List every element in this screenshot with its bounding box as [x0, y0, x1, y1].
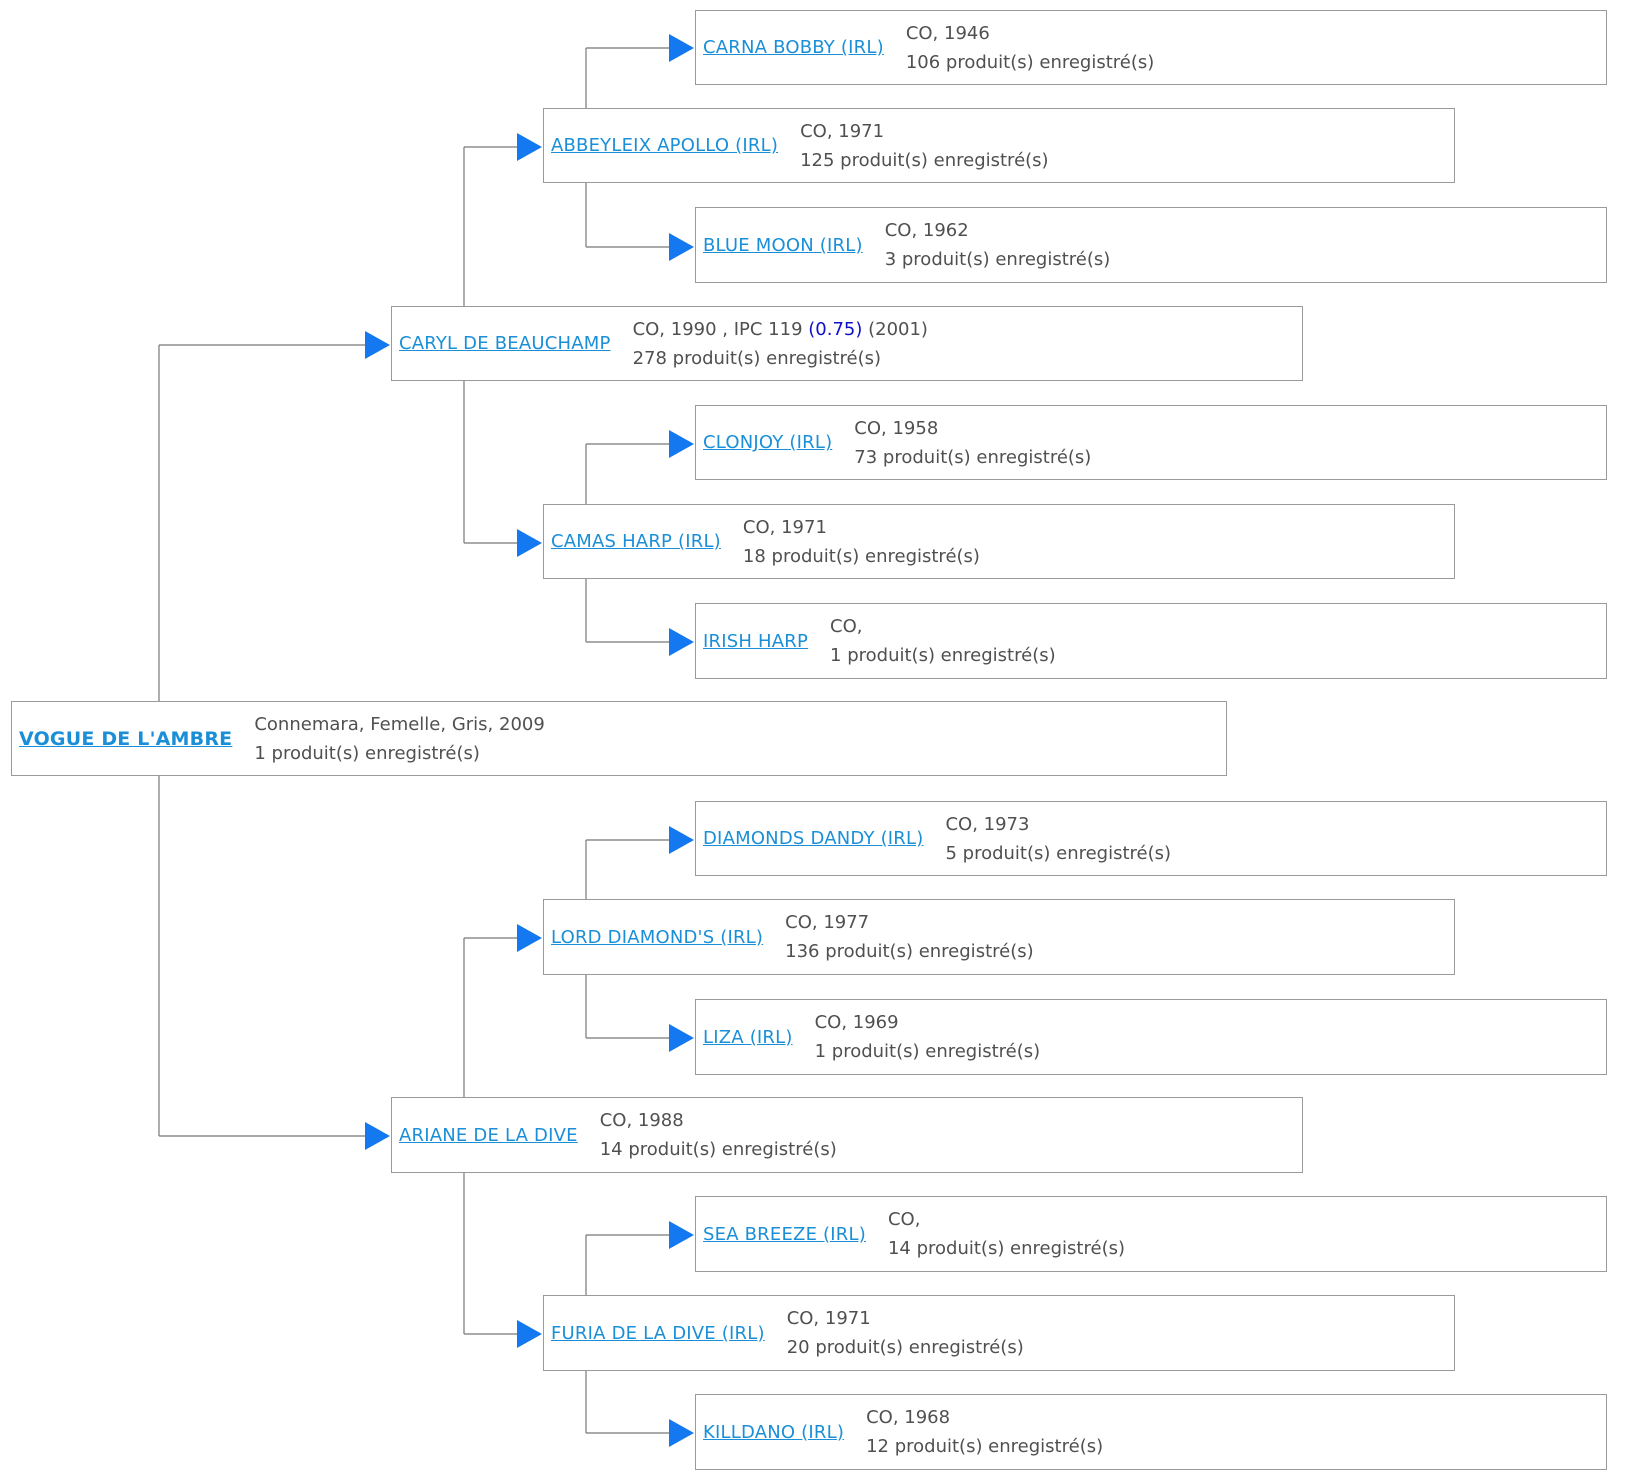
horse-link[interactable]: KILLDANO (IRL): [703, 1421, 845, 1443]
horse-info: CO, 1988 14 produit(s) enregistré(s): [599, 1110, 837, 1160]
pedigree-node-sire-dam: CAMAS HARP (IRL) CO, 1971 18 produit(s) …: [543, 504, 1455, 579]
horse-info: CO, 1 produit(s) enregistré(s): [830, 616, 1056, 666]
pedigree-node-sire-sire-dam: BLUE MOON (IRL) CO, 1962 3 produit(s) en…: [695, 207, 1607, 283]
horse-link[interactable]: IRISH HARP: [703, 630, 809, 652]
horse-info: CO, 1971 18 produit(s) enregistré(s): [742, 516, 980, 567]
arrow-icon: [669, 34, 694, 62]
horse-link[interactable]: CARNA BOBBY (IRL): [703, 37, 884, 58]
horse-link[interactable]: LIZA (IRL): [703, 1026, 793, 1048]
horse-info: CO, 1946 106 produit(s) enregistré(s): [905, 22, 1155, 73]
horse-info: CO, 1962 3 produit(s) enregistré(s): [884, 220, 1111, 270]
ipc-value: (0.75): [808, 318, 863, 340]
horse-link[interactable]: BLUE MOON (IRL): [703, 234, 863, 256]
arrow-icon: [669, 1024, 694, 1052]
pedigree-node-sire-dam-sire: CLONJOY (IRL) CO, 1958 73 produit(s) enr…: [695, 405, 1607, 480]
pedigree-node-dam-sire-sire: DIAMONDS DANDY (IRL) CO, 1973 5 produit(…: [695, 801, 1607, 876]
horse-info: CO, 1958 73 produit(s) enregistré(s): [854, 417, 1092, 468]
horse-info: CO, 1971 20 produit(s) enregistré(s): [786, 1308, 1024, 1358]
horse-info: CO, 1990 , IPC 119 (0.75) (2001) 278 pro…: [632, 318, 928, 369]
arrow-icon: [365, 331, 390, 359]
pedigree-node-sire-dam-dam: IRISH HARP CO, 1 produit(s) enregistré(s…: [695, 603, 1607, 679]
horse-link[interactable]: CARYL DE BEAUCHAMP: [399, 333, 611, 354]
arrow-icon: [669, 826, 694, 854]
horse-info: CO, 1968 12 produit(s) enregistré(s): [866, 1407, 1104, 1457]
pedigree-node-sire-sire-sire: CARNA BOBBY (IRL) CO, 1946 106 produit(s…: [695, 10, 1607, 85]
horse-link[interactable]: VOGUE DE L'AMBRE: [19, 727, 233, 750]
horse-info: CO, 1969 1 produit(s) enregistré(s): [814, 1012, 1041, 1062]
pedigree-node-dam-sire: LORD DIAMOND'S (IRL) CO, 1977 136 produi…: [543, 899, 1455, 975]
horse-info: CO, 14 produit(s) enregistré(s): [887, 1209, 1125, 1259]
arrow-icon: [517, 1320, 542, 1348]
horse-info: CO, 1973 5 produit(s) enregistré(s): [945, 813, 1172, 864]
arrow-icon: [517, 133, 542, 161]
horse-link[interactable]: CLONJOY (IRL): [703, 432, 833, 453]
pedigree-node-dam-dam: FURIA DE LA DIVE (IRL) CO, 1971 20 produ…: [543, 1295, 1455, 1371]
arrow-icon: [669, 1419, 694, 1447]
arrow-icon: [669, 430, 694, 458]
horse-link[interactable]: SEA BREEZE (IRL): [703, 1223, 866, 1245]
pedigree-node-dam-sire-dam: LIZA (IRL) CO, 1969 1 produit(s) enregis…: [695, 999, 1607, 1075]
pedigree-node-root: VOGUE DE L'AMBRE Connemara, Femelle, Gri…: [11, 701, 1227, 776]
horse-link[interactable]: DIAMONDS DANDY (IRL): [703, 828, 924, 849]
pedigree-node-sire-sire: ABBEYLEIX APOLLO (IRL) CO, 1971 125 prod…: [543, 108, 1455, 183]
horse-link[interactable]: CAMAS HARP (IRL): [551, 531, 721, 552]
arrow-icon: [517, 529, 542, 557]
arrow-icon: [517, 924, 542, 952]
arrow-icon: [365, 1122, 390, 1150]
horse-info: CO, 1971 125 produit(s) enregistré(s): [800, 120, 1049, 171]
arrow-icon: [669, 1221, 694, 1249]
pedigree-node-sire: CARYL DE BEAUCHAMP CO, 1990 , IPC 119 (0…: [391, 306, 1303, 381]
arrow-icon: [669, 628, 694, 656]
horse-link[interactable]: LORD DIAMOND'S (IRL): [551, 926, 764, 948]
horse-info: CO, 1977 136 produit(s) enregistré(s): [785, 912, 1034, 962]
horse-link[interactable]: FURIA DE LA DIVE (IRL): [551, 1322, 765, 1344]
horse-info: Connemara, Femelle, Gris, 2009 1 produit…: [254, 713, 545, 764]
pedigree-node-dam-dam-sire: SEA BREEZE (IRL) CO, 14 produit(s) enreg…: [695, 1196, 1607, 1272]
arrow-icon: [669, 233, 694, 261]
horse-link[interactable]: ABBEYLEIX APOLLO (IRL): [551, 135, 779, 156]
horse-link[interactable]: ARIANE DE LA DIVE: [399, 1124, 578, 1146]
pedigree-node-dam: ARIANE DE LA DIVE CO, 1988 14 produit(s)…: [391, 1097, 1303, 1173]
pedigree-node-dam-dam-dam: KILLDANO (IRL) CO, 1968 12 produit(s) en…: [695, 1394, 1607, 1470]
